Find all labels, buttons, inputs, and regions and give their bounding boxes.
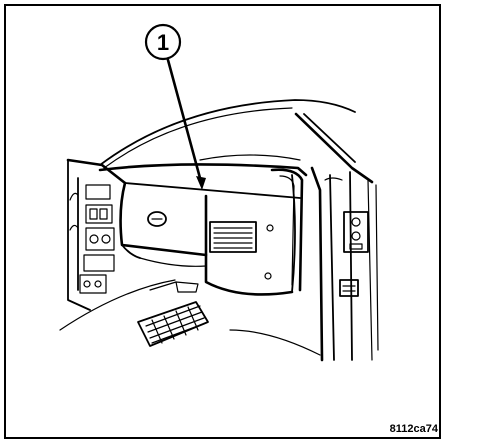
floor-mat: [137, 301, 209, 347]
callout-number: 1: [157, 30, 169, 55]
door-latch: [339, 211, 369, 297]
glove-box: [119, 174, 296, 296]
door-frame: [294, 112, 379, 362]
center-stack: [66, 158, 127, 311]
figure-id: 8112ca74: [390, 423, 439, 435]
callout-leader: [166, 58, 206, 190]
windshield-outline: [99, 99, 356, 169]
callout-1: 1: [144, 23, 182, 61]
dash-end-cap: [270, 168, 304, 292]
air-vent: [209, 221, 257, 253]
footwell: [59, 279, 321, 356]
